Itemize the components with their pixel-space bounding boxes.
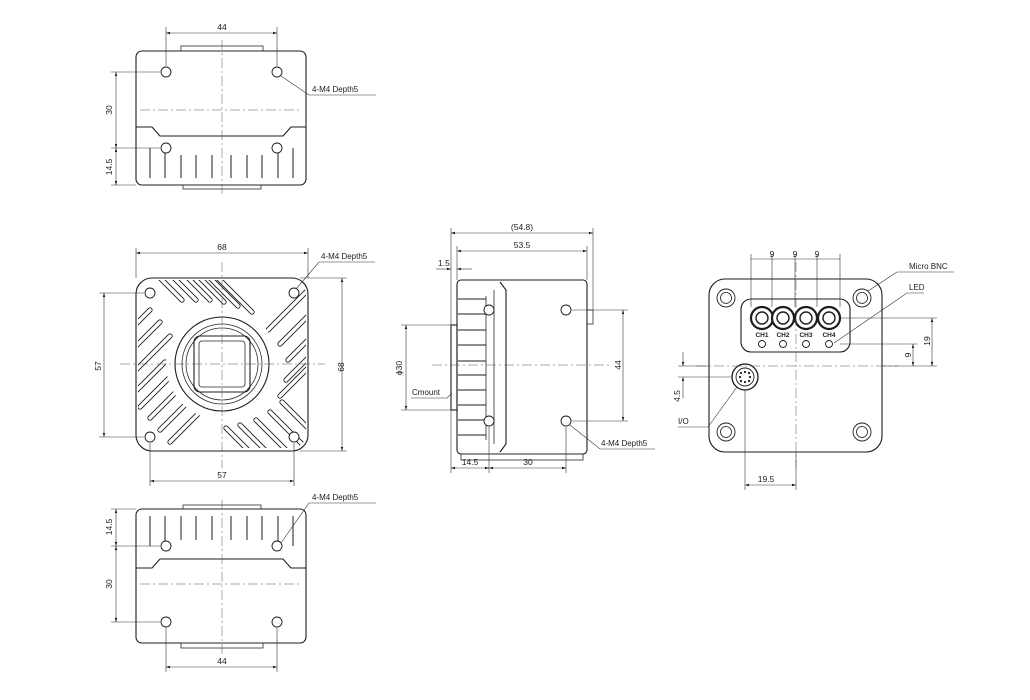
mount-hole: [288, 287, 300, 299]
channel-label: CH2: [776, 332, 789, 339]
front-dim-width-bottom: 57: [217, 470, 227, 480]
side-dim-overall: (54.8): [511, 222, 533, 232]
side-label-mount: Cmount: [412, 388, 441, 397]
top-view-step-line: [136, 126, 306, 137]
c-mount-flange: [450, 324, 458, 411]
channel-label: CH3: [799, 332, 812, 339]
side-dim-height: 44: [613, 360, 623, 370]
rear-pitch-2: 9: [793, 249, 798, 259]
top-view-fins: [149, 148, 294, 178]
bottom-callout: 4-M4 Depth5: [312, 493, 359, 502]
led-indicator: [802, 340, 810, 348]
rear-pitch-1: 9: [770, 249, 775, 259]
bnc-panel: [740, 298, 851, 353]
mount-hole: [160, 616, 172, 628]
mount-hole: [271, 66, 283, 78]
bnc-connector: [770, 305, 796, 331]
side-dim-flange: 1.5: [438, 258, 450, 268]
side-dim-body: 53.5: [514, 240, 531, 250]
mount-hole: [852, 422, 872, 442]
mount-hole: [852, 288, 872, 308]
rear-dim-right-outer: 19: [922, 336, 932, 346]
side-view-fins: [458, 290, 495, 444]
rear-dim-right-inner: 9: [903, 352, 913, 357]
front-dim-width-top: 68: [217, 242, 227, 252]
bottom-dim-height-lower: 30: [104, 579, 114, 589]
bottom-view: 14.5 30 44 4-M4 Depth5: [104, 493, 376, 672]
bnc-connector: [816, 305, 842, 331]
rear-label-led: LED: [909, 283, 925, 292]
led-indicator: [779, 340, 787, 348]
rear-dim-bottom: 19.5: [758, 474, 775, 484]
side-dim-bottom-right: 30: [523, 457, 533, 467]
front-dim-height-left: 57: [93, 361, 103, 371]
mount-hole: [160, 540, 172, 552]
rear-view: CH1 CH2 CH3 CH4 9 9 9 Micro BNC LE: [672, 249, 954, 490]
mount-hole: [716, 288, 736, 308]
mount-hole: [144, 287, 156, 299]
rear-label-io: I/O: [678, 417, 689, 426]
rear-view-body: [708, 278, 883, 453]
front-dim-height-right: 68: [336, 362, 346, 372]
side-callout: 4-M4 Depth5: [601, 439, 648, 448]
top-dim-height-upper: 30: [104, 105, 114, 115]
channel-label: CH1: [755, 332, 768, 339]
bottom-view-step-line: [136, 558, 306, 569]
status-leds: [758, 340, 833, 348]
mount-hole: [288, 431, 300, 443]
top-dim-width: 44: [217, 22, 227, 32]
mount-hole: [160, 66, 172, 78]
mount-hole: [716, 422, 736, 442]
side-dim-bottom-left: 14.5: [462, 457, 479, 467]
bottom-view-fins: [149, 516, 294, 546]
mount-hole: [560, 415, 572, 427]
bnc-connector: [749, 305, 775, 331]
bottom-dim-height-upper: 14.5: [104, 518, 114, 535]
mount-hole: [483, 415, 495, 427]
mount-hole: [483, 304, 495, 316]
bnc-connector: [793, 305, 819, 331]
mount-hole: [160, 142, 172, 154]
led-indicator: [825, 340, 833, 348]
side-view: (54.8) 53.5 1.5 ϕ30 Cmount 44 14.5 30 4-…: [394, 222, 655, 473]
rear-label-bnc: Micro BNC: [909, 262, 948, 271]
rear-pitch-3: 9: [815, 249, 820, 259]
side-dim-diameter: ϕ30: [394, 361, 404, 375]
front-callout: 4-M4 Depth5: [321, 252, 368, 261]
rear-dim-left: 4.5: [672, 390, 682, 402]
top-callout: 4-M4 Depth5: [312, 85, 359, 94]
mount-hole: [271, 616, 283, 628]
front-view: 68 68 57 57 4-M4 Depth5: [93, 242, 375, 486]
rear-connector: [586, 309, 594, 325]
mount-hole: [271, 142, 283, 154]
mount-hole: [271, 540, 283, 552]
mount-hole: [560, 304, 572, 316]
side-step-line: [499, 281, 507, 453]
top-view: 44 30 14.5 4-M4 Depth5: [104, 22, 376, 195]
mount-hole: [144, 431, 156, 443]
side-base-edge: [460, 453, 584, 461]
top-dim-height-lower: 14.5: [104, 158, 114, 175]
bnc-connectors: [749, 305, 842, 331]
led-indicator: [758, 340, 766, 348]
channel-label: CH4: [822, 332, 835, 339]
bottom-dim-width: 44: [217, 656, 227, 666]
